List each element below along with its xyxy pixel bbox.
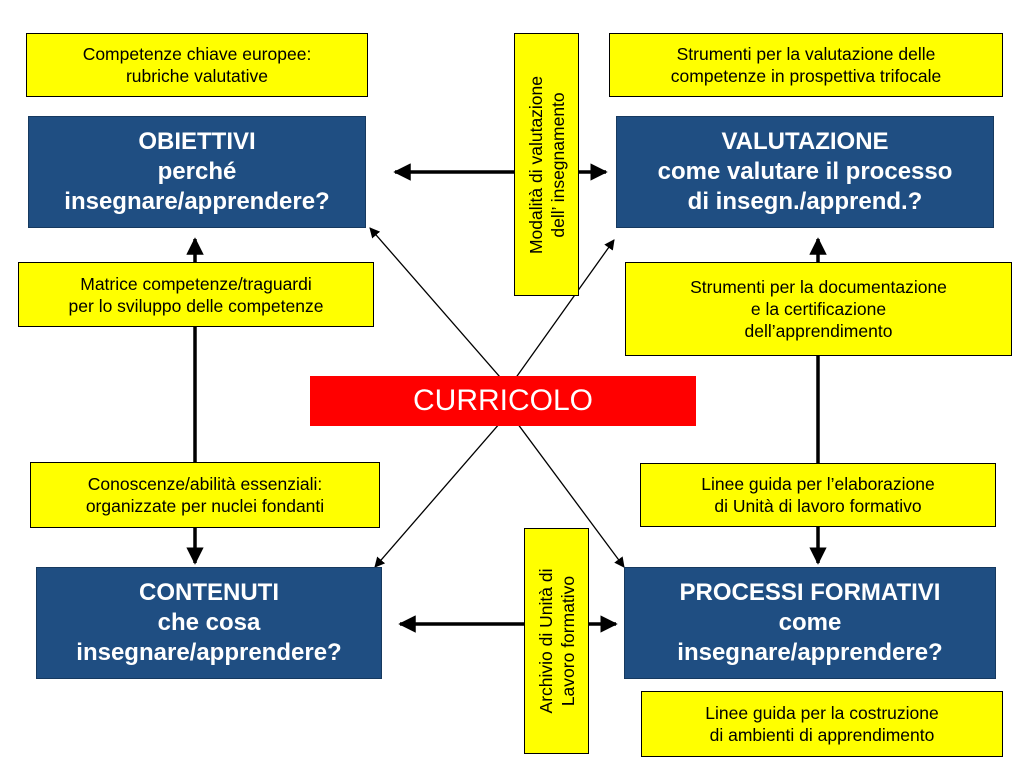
- note-teaching-evaluation: Modalità di valutazione dell’ insegnamen…: [514, 33, 579, 296]
- evaluation-subtitle: come valutare il processo: [657, 158, 953, 185]
- contents-title: CONTENUTI: [139, 579, 279, 606]
- curricolo-label: CURRICOLO: [412, 384, 593, 417]
- note-evaluation-tools: Strumenti per la valutazione delle compe…: [609, 33, 1003, 97]
- objectives-box: OBIETTIVI perché insegnare/apprendere?: [28, 116, 366, 228]
- curricolo-box: CURRICOLO: [310, 376, 696, 426]
- contents-question: insegnare/apprendere?: [76, 639, 342, 666]
- objectives-subtitle: perché: [157, 158, 237, 185]
- arrow-diagonal-to-processes: [499, 399, 625, 568]
- evaluation-title: VALUTAZIONE: [721, 128, 889, 155]
- note-key-competences: Competenze chiave europee: rubriche valu…: [26, 33, 368, 97]
- note-environment-guidelines: Linee guida per la costruzione di ambien…: [641, 691, 1003, 757]
- arrow-diagonal-to-evaluation: [499, 239, 615, 401]
- note-work-unit-guidelines: Linee guida per l’elaborazione di Unità …: [640, 463, 996, 527]
- note-knowledge-skills: Conoscenze/abilità essenziali: organizza…: [30, 462, 380, 528]
- objectives-title: OBIETTIVI: [138, 128, 256, 155]
- contents-box: CONTENUTI che cosa insegnare/apprendere?: [36, 567, 382, 679]
- evaluation-question: di insegn./apprend.?: [687, 188, 923, 215]
- processes-title: PROCESSI FORMATIVI: [679, 579, 941, 606]
- note-work-unit-archive: Archivio di Unità di Lavoro formativo: [524, 528, 589, 754]
- processes-question: insegnare/apprendere?: [677, 639, 943, 666]
- processes-box: PROCESSI FORMATIVI come insegnare/appren…: [624, 567, 996, 679]
- note-competence-matrix: Matrice competenze/traguardi per lo svil…: [18, 262, 374, 327]
- evaluation-box: VALUTAZIONE come valutare il processo di…: [616, 116, 994, 228]
- arrow-diagonal-to-contents: [374, 399, 521, 568]
- arrow-diagonal-to-objectives: [369, 227, 521, 401]
- note-documentation-tools: Strumenti per la documentazione e la cer…: [625, 262, 1012, 356]
- contents-subtitle: che cosa: [157, 609, 261, 636]
- objectives-question: insegnare/apprendere?: [64, 188, 330, 215]
- processes-subtitle: come: [778, 609, 842, 636]
